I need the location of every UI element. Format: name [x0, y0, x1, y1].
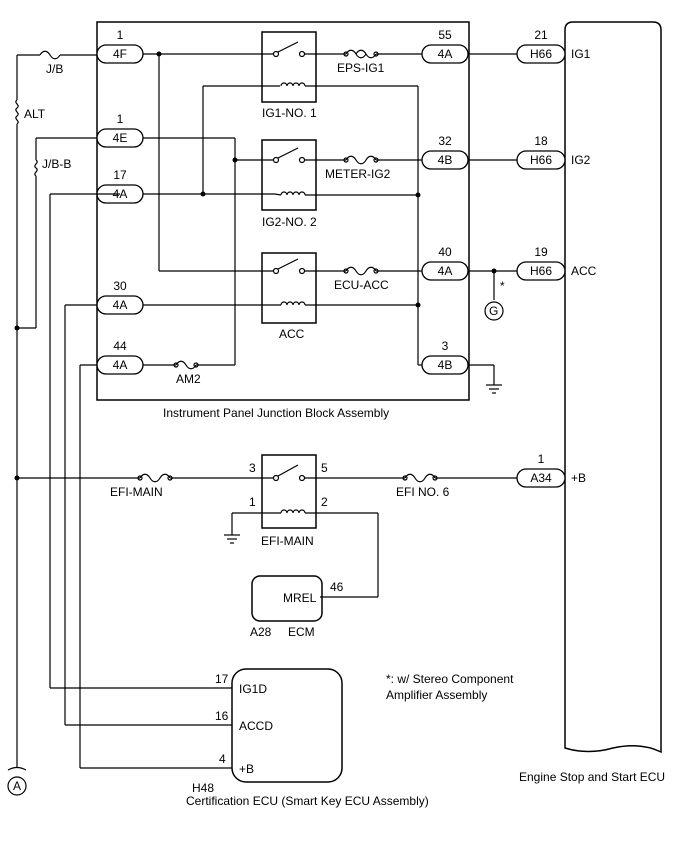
label-ipjb: Instrument Panel Junction Block Assembly [163, 406, 389, 420]
pin-relay-5: 5 [321, 461, 328, 475]
relay-ig2-no2 [261, 139, 317, 211]
label-b-cert: +B [239, 762, 254, 776]
pin-accd-16: 16 [215, 709, 229, 723]
conn-4a-55: 4A [438, 47, 453, 61]
conn-4b-32: 4B [438, 153, 453, 167]
label-efi-no6: EFI NO. 6 [396, 485, 450, 499]
pin-h66-21: 21 [534, 28, 548, 42]
relay-ig1-no1 [261, 31, 317, 103]
ecm-box [251, 575, 323, 622]
battery-bus [7, 50, 97, 771]
label-accd: ACCD [239, 719, 273, 733]
pin-h66-19: 19 [534, 245, 548, 259]
conn-h66-19: H66 [530, 264, 552, 278]
label-note-line2: Amplifier Assembly [386, 688, 487, 702]
jb-right-connectors [421, 44, 469, 375]
label-ecm: ECM [288, 625, 315, 639]
pin-4a-44: 44 [113, 339, 127, 353]
pin-4a-30: 30 [113, 279, 127, 293]
label-ecu-acc: ECU-ACC [334, 278, 389, 292]
conn-h66-18: H66 [530, 153, 552, 167]
conn-4f: 4F [113, 47, 127, 61]
label-cert-ecu: Certification ECU (Smart Key ECU Assembl… [186, 794, 429, 808]
label-efi-main-relay: EFI-MAIN [261, 534, 314, 548]
pin-4a-55: 55 [438, 28, 452, 42]
conn-4a-30: 4A [113, 298, 128, 312]
jb-internal-wiring [143, 49, 422, 370]
pin-relay-2: 2 [321, 495, 328, 509]
label-acc-relay: ACC [279, 327, 305, 341]
conn-4a-44: 4A [113, 358, 128, 372]
label-note-line1: *: w/ Stereo Component [386, 672, 514, 686]
pin-ig1d-17: 17 [215, 672, 229, 686]
label-efi-main-fuse: EFI-MAIN [110, 485, 163, 499]
jb-left-connectors [96, 44, 144, 375]
pin-4a-40: 40 [438, 245, 452, 259]
label-h48: H48 [192, 781, 214, 795]
pin-4b-32: 32 [438, 134, 452, 148]
pin-h66-18: 18 [534, 134, 548, 148]
label-ig1-no1: IG1-NO. 1 [262, 106, 317, 120]
conn-4b-3: 4B [438, 358, 453, 372]
pin-4e: 1 [117, 112, 124, 126]
junction-block-box [96, 21, 470, 401]
label-a28: A28 [250, 625, 272, 639]
efi-main-wiring [17, 473, 517, 598]
pin-a34: 1 [538, 452, 545, 466]
pin-mrel-46: 46 [330, 580, 344, 594]
conn-4a-40: 4A [438, 264, 453, 278]
pin-4f: 1 [117, 28, 124, 42]
conn-h66-21: H66 [530, 47, 552, 61]
pin-b-4: 4 [219, 752, 226, 766]
conn-4a-17: 4A [113, 187, 128, 201]
label-eps-ig1: EPS-IG1 [337, 61, 385, 75]
pin-relay-1: 1 [249, 495, 256, 509]
label-jb: J/B [46, 62, 63, 76]
relay-efi-main [261, 454, 317, 529]
ecu-side-connectors [516, 44, 566, 488]
connector-a-circle [7, 776, 27, 796]
label-am2: AM2 [176, 372, 201, 386]
external-output-wiring [468, 53, 517, 394]
label-engine-ecu: Engine Stop and Start ECU [519, 770, 665, 784]
pin-4b-3: 3 [442, 339, 449, 353]
label-mrel: MREL [283, 591, 317, 605]
label-conn-g: G [489, 304, 498, 318]
label-alt: ALT [24, 107, 46, 121]
label-ig1: IG1 [571, 47, 591, 61]
pin-relay-3: 3 [249, 461, 256, 475]
label-star: * [500, 279, 505, 293]
conn-a34: A34 [530, 471, 552, 485]
label-meter-ig2: METER-IG2 [325, 167, 391, 181]
conn-4e: 4E [113, 131, 128, 145]
engine-ecu-box [564, 21, 662, 754]
label-ig2: IG2 [571, 153, 591, 167]
relay-acc [261, 252, 317, 324]
label-ig2-no2: IG2-NO. 2 [262, 215, 317, 229]
label-acc-out: ACC [571, 264, 597, 278]
label-conn-a: A [13, 779, 21, 793]
label-jbb: J/B-B [42, 157, 71, 171]
pin-4a-17: 17 [113, 168, 127, 182]
label-ig1d: IG1D [239, 682, 267, 696]
certification-ecu-wiring [49, 193, 232, 769]
label-b-out: +B [571, 471, 586, 485]
